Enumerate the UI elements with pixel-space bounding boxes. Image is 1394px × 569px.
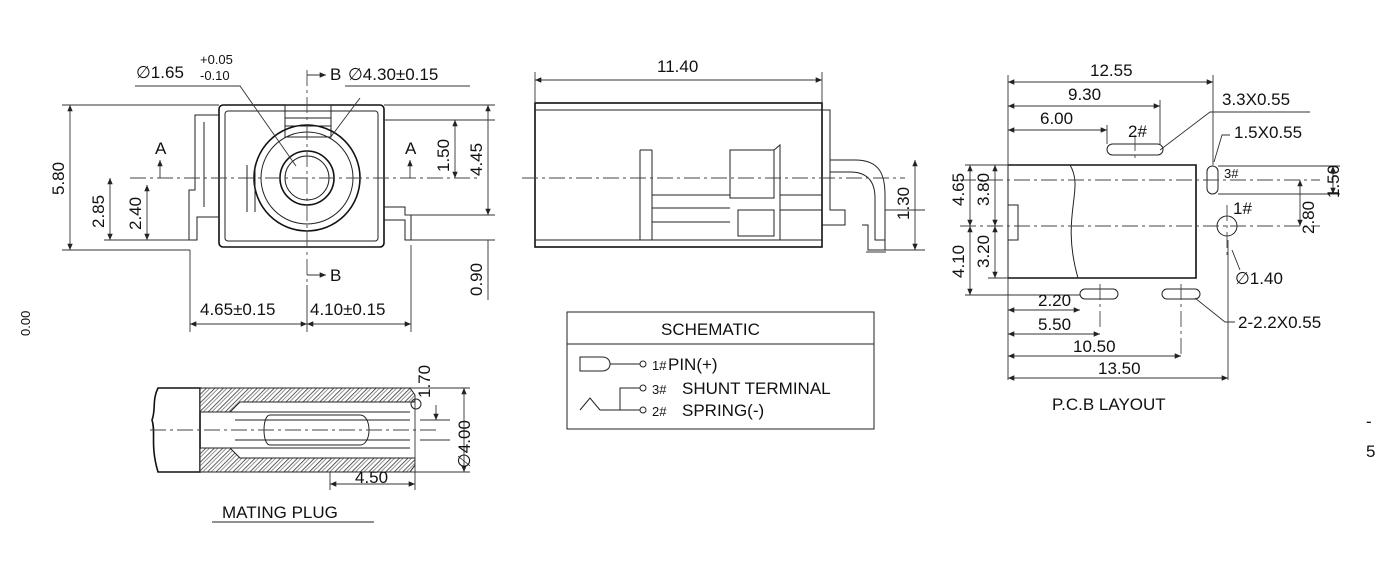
dim-5-50: 5.50: [1038, 315, 1071, 334]
dim-1-50: 1.50: [434, 139, 453, 172]
slot-2-2-2x0-55: 2-2.2X0.55: [1238, 313, 1321, 332]
dim-3-80: 3.80: [974, 173, 993, 206]
section-b-bottom: B: [330, 266, 341, 285]
dim-2-80: 2.80: [1299, 201, 1318, 234]
section-a-right: A: [405, 139, 417, 158]
dim-13-50: 13.50: [1098, 359, 1141, 378]
dim-5-80: 5.80: [49, 162, 68, 195]
section-a-left: A: [155, 139, 167, 158]
section-b-top: B: [330, 65, 341, 84]
slot-1-5x0-55: 1.5X0.55: [1234, 123, 1302, 142]
dim-6-00: 6.00: [1040, 109, 1073, 128]
dim-right-width: 4.10±0.15: [310, 300, 386, 319]
dim-1-50-pcb: 1.50: [1324, 165, 1343, 198]
pin2-label: SPRING(-): [682, 401, 764, 420]
dim-4-10: 4.10: [949, 245, 968, 278]
front-outer-dia: ∅4.30±0.15: [348, 65, 438, 84]
dim-4-50: 4.50: [355, 468, 388, 487]
pcb-layout: 12.55 9.30 6.00 3.3X0.55 1.5X0.55 2# 3# …: [949, 61, 1343, 414]
slot-3-3x0-55: 3.3X0.55: [1222, 90, 1290, 109]
pin1-label: PIN(+): [668, 355, 718, 374]
pin-3-label: 3#: [1224, 166, 1239, 181]
pin1-number: 1#: [652, 358, 667, 373]
dim-0-90: 0.90: [467, 263, 486, 296]
dim-9-30: 9.30: [1068, 85, 1101, 104]
pin2-number: 2#: [652, 404, 667, 419]
dim-12-55: 12.55: [1090, 61, 1133, 80]
front-view: ∅1.65 +0.05 -0.10 B ∅4.30±0.15 B A A 5.8…: [18, 52, 495, 336]
margin-five: 5: [1366, 442, 1375, 461]
hole-dia-1-40: ∅1.40: [1235, 269, 1283, 288]
dim-11-40: 11.40: [657, 57, 698, 76]
mating-plug: 1.70 ∅4.00 4.50 MATING PLUG: [150, 365, 474, 523]
schematic-title: SCHEMATIC: [661, 320, 760, 339]
front-hole-tol-minus: -0.10: [200, 68, 230, 83]
dim-4-65: 4.65: [949, 173, 968, 206]
pin-2-label: 2#: [1128, 122, 1147, 141]
pcb-layout-title: P.C.B LAYOUT: [1052, 395, 1166, 414]
dim-left-width: 4.65±0.15: [200, 300, 276, 319]
margin-dash: -: [1366, 412, 1372, 431]
pin3-label: SHUNT TERMINAL: [682, 379, 831, 398]
pin3-number: 3#: [652, 382, 667, 397]
dim-2-20: 2.20: [1038, 291, 1071, 310]
side-view: 11.40 1.30: [522, 57, 925, 253]
edge-fragment: 0.00: [18, 311, 33, 336]
schematic: SCHEMATIC 1# PIN(+) 3# SHUNT TERMINAL 2#…: [566, 311, 875, 430]
slot-bottom-left: [1079, 288, 1119, 300]
mating-plug-title: MATING PLUG: [222, 503, 338, 522]
pin-1-label: 1#: [1233, 199, 1252, 218]
dim-2-40: 2.40: [126, 197, 145, 230]
dim-10-50: 10.50: [1073, 337, 1116, 356]
dim-3-20: 3.20: [974, 235, 993, 268]
dim-dia-4-00: ∅4.00: [455, 420, 474, 468]
dim-1-70: 1.70: [415, 365, 434, 398]
dim-1-30: 1.30: [894, 187, 913, 220]
dim-4-45: 4.45: [467, 143, 486, 176]
front-hole-dia: ∅1.65: [136, 63, 184, 82]
front-hole-tol-plus: +0.05: [200, 52, 233, 67]
dim-2-85: 2.85: [89, 195, 108, 228]
